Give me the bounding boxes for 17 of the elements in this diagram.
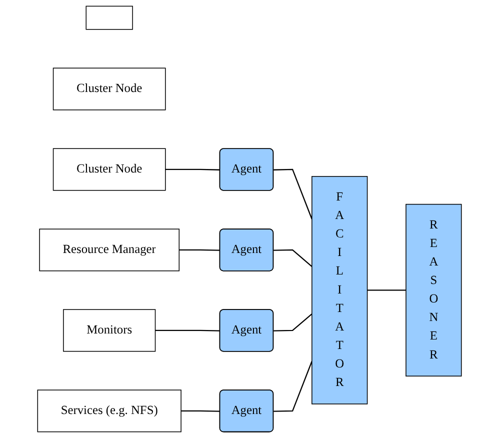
- connector: [179, 249, 220, 251]
- node-box: F A C I L I T A T O R: [312, 176, 368, 404]
- node-box: Monitors: [63, 309, 156, 352]
- connector: [274, 249, 312, 267]
- node-box: R E A S O N E R: [406, 204, 462, 376]
- connector: [274, 313, 312, 332]
- node-box: Cluster Node: [52, 148, 166, 191]
- connector: [155, 330, 220, 332]
- node-box: [86, 6, 133, 30]
- node-box: Services (e.g. NFS): [37, 390, 182, 432]
- connector: [274, 168, 312, 220]
- connector: [165, 168, 220, 170]
- node-box: Resource Manager: [39, 228, 180, 272]
- connector: [274, 361, 312, 412]
- connector: [367, 290, 406, 291]
- connector: [181, 410, 220, 412]
- node-box: Cluster Node: [52, 68, 166, 110]
